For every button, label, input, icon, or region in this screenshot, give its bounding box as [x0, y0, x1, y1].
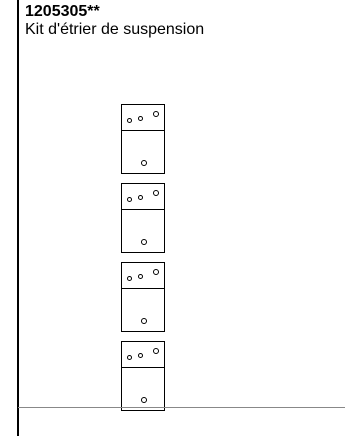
bolt-hole-icon [138, 274, 143, 279]
bolt-hole-icon [141, 397, 147, 403]
panel-left-border [17, 0, 19, 436]
suspension-bracket-icon [121, 183, 165, 253]
bolt-hole-icon [138, 116, 143, 121]
bolt-hole-icon [153, 190, 159, 196]
bolt-hole-icon [127, 197, 132, 202]
suspension-bracket-icon [121, 262, 165, 332]
suspension-bracket-icon [121, 341, 165, 411]
bolt-hole-icon [153, 348, 159, 354]
part-title: Kit d'étrier de suspension [25, 21, 205, 38]
bolt-hole-icon [141, 160, 147, 166]
bracket-divider [122, 130, 164, 131]
bracket-divider [122, 367, 164, 368]
suspension-bracket-icon [121, 104, 165, 174]
bracket-divider [122, 209, 164, 210]
bolt-hole-icon [141, 239, 147, 245]
bolt-hole-icon [127, 355, 132, 360]
bolt-hole-icon [127, 118, 132, 123]
bolt-hole-icon [141, 318, 147, 324]
bolt-hole-icon [138, 353, 143, 358]
bolt-hole-icon [127, 276, 132, 281]
bolt-hole-icon [153, 269, 159, 275]
bracket-divider [122, 288, 164, 289]
panel-bottom-rule [18, 407, 345, 408]
bolt-hole-icon [153, 111, 159, 117]
part-number: 1205305** [25, 3, 100, 20]
bolt-hole-icon [138, 195, 143, 200]
